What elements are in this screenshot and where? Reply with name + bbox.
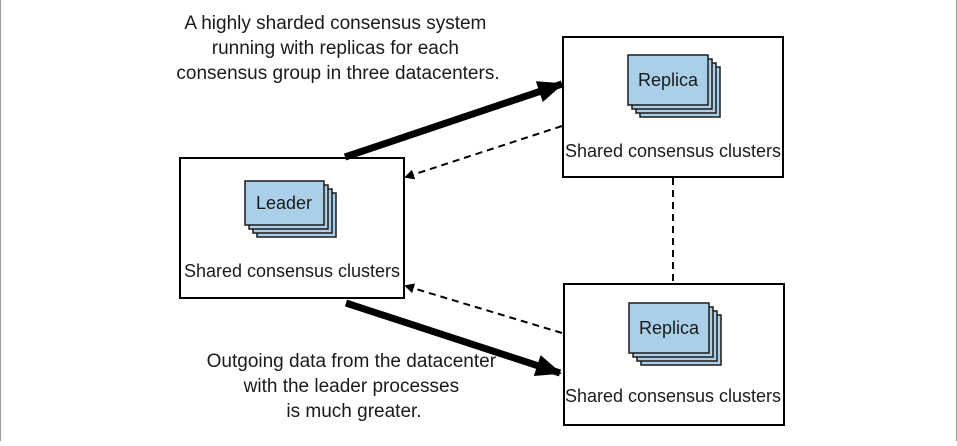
top-caption-line-2: running with replicas for each — [212, 38, 459, 59]
replica-bottom-box-caption: Shared consensus clusters — [565, 386, 781, 406]
bottom-caption-line-1: Outgoing data from the datacenter — [207, 351, 497, 372]
replica-bottom-to-leader-dashed-arrow — [404, 283, 563, 334]
replica-bottom-card-stack: Replica — [628, 302, 722, 366]
replica-bottom-card-label: Replica — [639, 318, 700, 338]
replica-top-card-front — [627, 54, 709, 106]
bottom-caption: Outgoing data from the datacenter with t… — [207, 351, 502, 422]
top-caption: A highly sharded consensus system runnin… — [176, 13, 499, 84]
leader-card-front — [244, 180, 325, 226]
replica-top-card-stack: Replica — [627, 54, 721, 118]
leader-card-label: Leader — [256, 193, 312, 213]
leader-to-replica-bottom-thick-arrow — [344, 299, 562, 377]
replica-bottom-card-front — [628, 302, 710, 354]
bottom-caption-line-2: with the leader processes — [243, 376, 459, 397]
leader-card-stack: Leader — [244, 180, 337, 238]
leader-to-replica-top-thick-arrow — [343, 80, 564, 161]
leader-box-caption: Shared consensus clusters — [184, 261, 400, 281]
top-caption-line-1: A highly sharded consensus system — [184, 13, 486, 34]
top-caption-line-3: consensus group in three datacenters. — [176, 63, 499, 84]
replica-bottom-datacenter-box: Replica Shared consensus clusters — [563, 283, 785, 426]
replica-top-card-label: Replica — [638, 70, 699, 90]
bottom-caption-line-3: is much greater. — [286, 401, 421, 422]
replica-top-box-caption: Shared consensus clusters — [565, 141, 781, 161]
leader-datacenter-box: Leader Shared consensus clusters — [179, 157, 405, 299]
replica-top-datacenter-box: Replica Shared consensus clusters — [562, 36, 784, 178]
replica-top-to-leader-dashed-arrow — [404, 125, 563, 180]
